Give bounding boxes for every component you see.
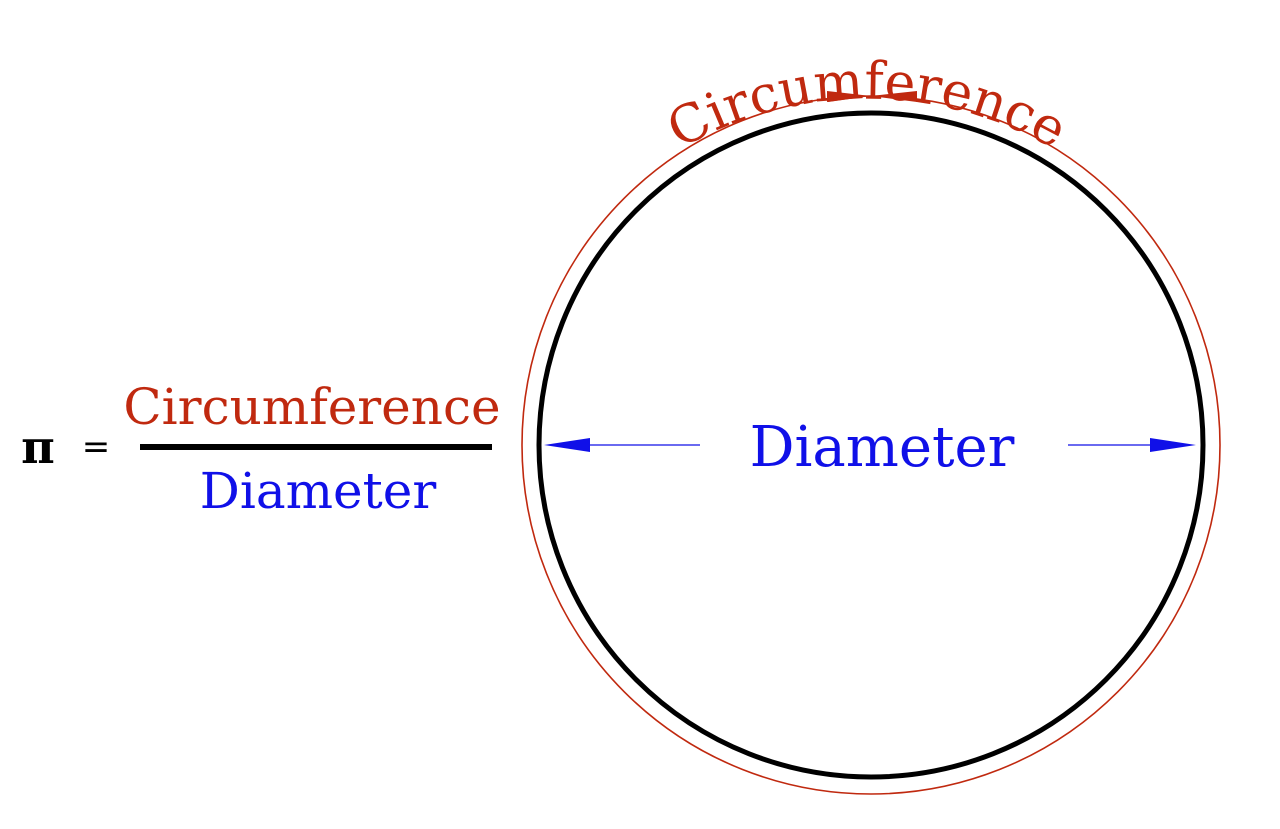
equals-sign: = — [82, 427, 111, 467]
diameter-arrow-left — [544, 438, 590, 452]
pi-symbol: π — [21, 420, 55, 474]
main-circle — [536, 110, 1206, 780]
diameter-arrow-right — [1150, 438, 1196, 452]
circumference-arrow-right — [871, 91, 917, 102]
formula-denominator: Diameter — [200, 462, 437, 520]
circumference-arrow-left-body — [827, 91, 871, 102]
diameter-label: Diameter — [750, 415, 1015, 480]
formula-numerator: Circumference — [123, 378, 500, 436]
